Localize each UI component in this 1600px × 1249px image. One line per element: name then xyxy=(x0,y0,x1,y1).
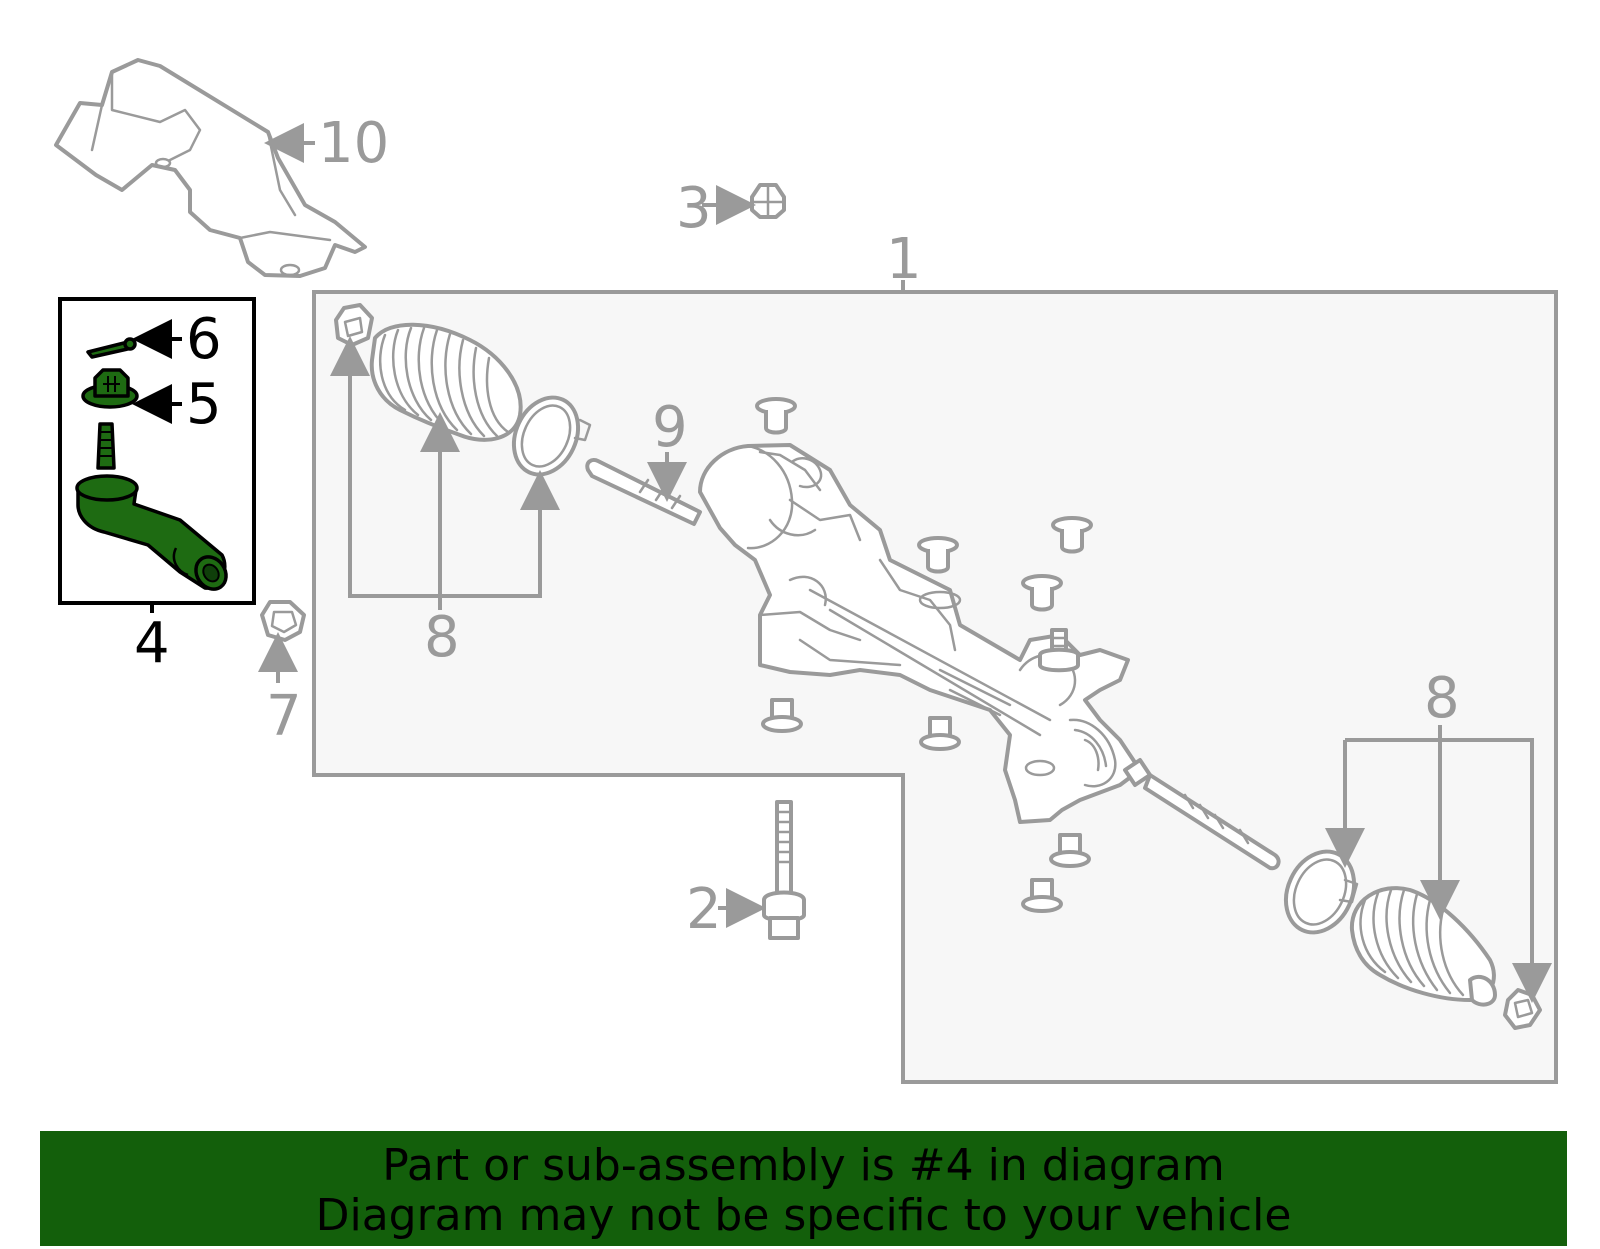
steering-gear-housing xyxy=(698,443,1142,824)
bushing-1 xyxy=(755,397,797,435)
nut-part-7 xyxy=(260,600,306,642)
banner-line-1: Part or sub-assembly is #4 in diagram xyxy=(382,1140,1225,1191)
callout-10: 10 xyxy=(318,111,389,176)
bushing-7 xyxy=(1049,833,1091,868)
callout-3: 3 xyxy=(676,176,712,241)
callout-9: 9 xyxy=(652,395,688,460)
callout-4: 4 xyxy=(134,611,170,676)
right-boot-group xyxy=(1283,849,1542,1030)
bushing-2 xyxy=(917,536,959,574)
bushing-8 xyxy=(1021,878,1063,913)
inner-tie-rod-right xyxy=(1123,758,1281,871)
nut-part-3 xyxy=(750,183,786,219)
callout-7: 7 xyxy=(266,684,302,749)
callout-1: 1 xyxy=(886,227,922,292)
info-banner: Part or sub-assembly is #4 in diagram Di… xyxy=(40,1131,1567,1246)
bolt-part-2 xyxy=(762,800,806,940)
tie-rod-end-part-4 xyxy=(75,422,228,591)
callout-5: 5 xyxy=(186,372,222,437)
banner-line-2: Diagram may not be specific to your vehi… xyxy=(315,1190,1292,1241)
callout-8-right: 8 xyxy=(1424,666,1460,731)
callout-6: 6 xyxy=(186,307,222,372)
callout-2: 2 xyxy=(686,877,722,942)
bushing-5 xyxy=(761,698,803,733)
bushing-6 xyxy=(919,716,961,751)
castle-nut-part-5 xyxy=(81,368,139,409)
bushing-3 xyxy=(1051,516,1093,554)
bushing-4 xyxy=(1021,574,1063,612)
callout-8-left: 8 xyxy=(424,605,460,670)
inner-tie-rod-left xyxy=(585,458,702,526)
